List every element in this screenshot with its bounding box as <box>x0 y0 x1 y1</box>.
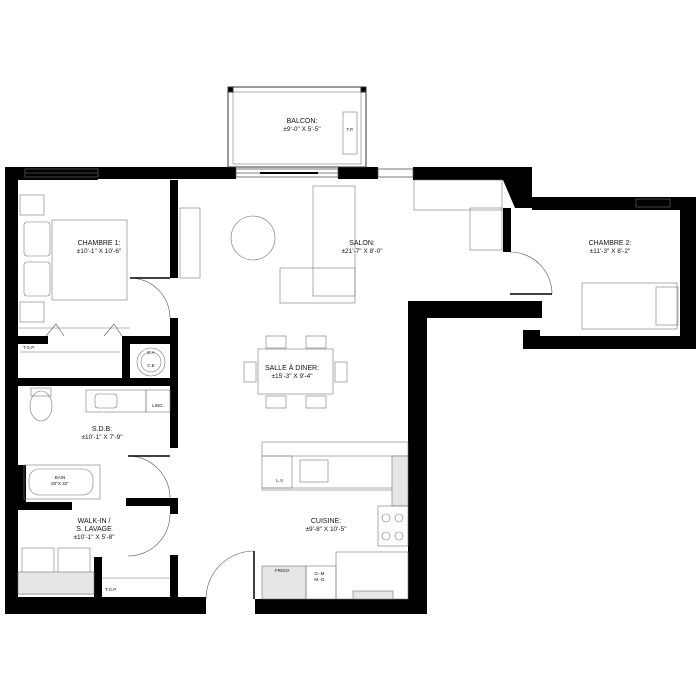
tgp-top-label: T.G.P. <box>23 345 35 350</box>
salon-name: SALON: <box>349 240 375 247</box>
sdb-name: S.D.B: <box>91 426 113 433</box>
salle-name: SALLE À DINER: <box>264 365 320 372</box>
tp-label: T.P. <box>346 127 354 132</box>
label-salle-a-diner: SALLE À DINER: ±15'-3" X 9'-4" <box>252 365 332 381</box>
balcon-name: BALCON: <box>286 118 318 125</box>
bain-label-2: 60"X 32" <box>51 481 69 486</box>
walkin-name2: S. LAVAGE <box>76 526 112 534</box>
frigo-label: FRIGO <box>274 568 290 573</box>
label-chambre2: CHAMBRE 2: ±11'-3" X 8'-2" <box>570 240 650 256</box>
lv-label: L.V. <box>276 478 284 483</box>
tgp-bottom-label: T.G.P. <box>105 587 117 592</box>
label-sdb: S.D.B: ±10'-1" X 7'-9" <box>62 426 142 442</box>
label-balcon: BALCON: ±9'-0" X 5'-5" <box>262 118 342 134</box>
cuisine-dim: ±9'-8" X 10'-5" <box>305 526 347 534</box>
chambre1-name: CHAMBRE 1: <box>77 240 121 247</box>
ec-label-2: C.E <box>147 363 155 368</box>
door-swings <box>45 251 553 600</box>
windows <box>24 168 671 208</box>
room-lines <box>17 172 679 600</box>
ec-label-1: E.A <box>147 350 155 355</box>
interior-walls <box>18 180 511 597</box>
walkin-name: WALK-IN / <box>77 518 111 525</box>
exterior-walls <box>5 167 696 614</box>
walkin-dim: ±10'-1" X 5'-8" <box>73 534 115 542</box>
gm-label-1: G.-M. <box>314 571 326 576</box>
salon-dim: ±21'-7" X 8'-0" <box>341 248 383 256</box>
label-salon: SALON: ±21'-7" X 8'-0" <box>322 240 402 256</box>
ling-label: LING. <box>152 403 164 408</box>
balcony <box>227 86 367 168</box>
label-walkin: WALK-IN / S. LAVAGE ±10'-1" X 5'-8" <box>54 518 134 542</box>
sdb-dim: ±10'-1" X 7'-9" <box>81 434 123 442</box>
balcon-dim: ±9'-0" X 5'-5" <box>283 126 321 134</box>
bain-label-1: BAIN <box>54 475 66 480</box>
gm-label-2: M.-O. <box>314 577 326 582</box>
cuisine-name: CUISINE: <box>310 518 342 525</box>
label-chambre1: CHAMBRE 1: ±10'-1" X 10'-6" <box>54 240 144 256</box>
salle-dim: ±15'-3" X 9'-4" <box>271 373 313 381</box>
chambre2-dim: ±11'-3" X 8'-2" <box>589 248 631 256</box>
label-cuisine: CUISINE: ±9'-8" X 10'-5" <box>286 518 366 534</box>
chambre1-dim: ±10'-1" X 10'-6" <box>76 248 122 256</box>
chambre2-name: CHAMBRE 2: <box>588 240 632 247</box>
